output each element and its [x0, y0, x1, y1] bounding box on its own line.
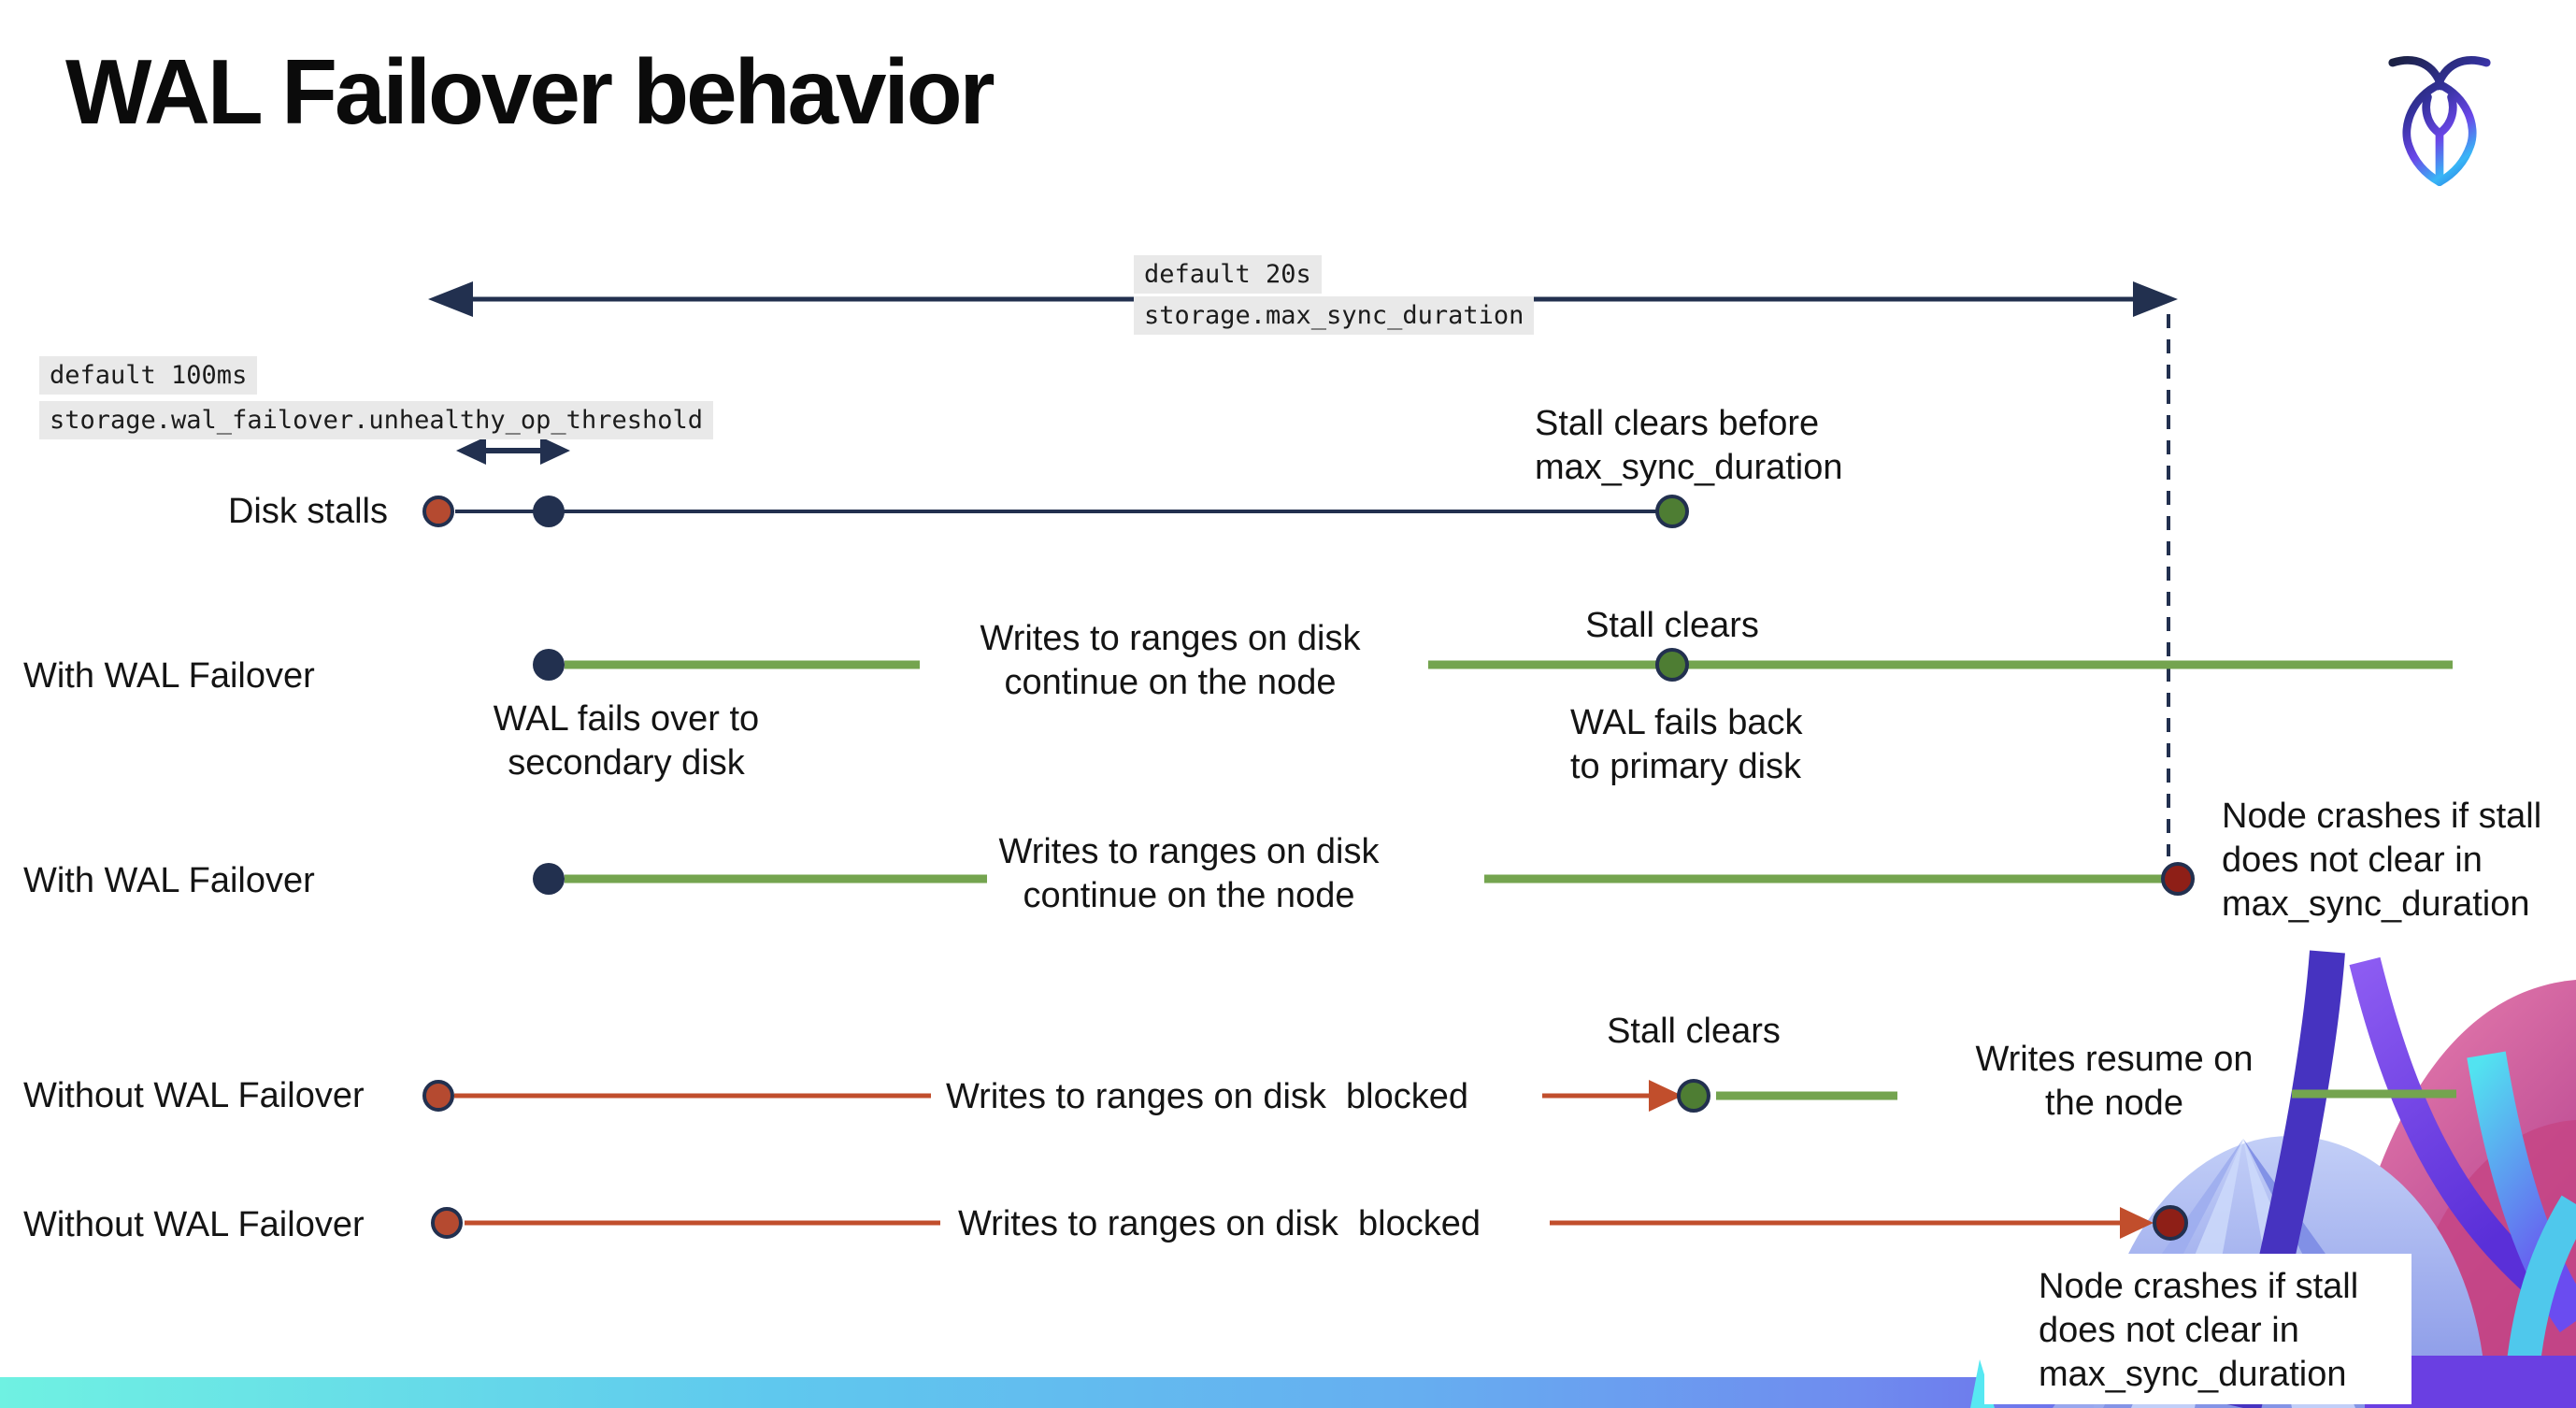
stall-clears-dot	[1655, 495, 1689, 528]
note-writes-resume: Writes resume on the node	[1975, 1040, 2254, 1124]
cockroachdb-logo-icon	[2388, 56, 2491, 186]
note-stall-clears-1: Stall clears	[1585, 606, 1759, 645]
unhealthy-setting-chip: storage.wal_failover.unhealthy_op_thresh…	[39, 401, 713, 439]
note-writes-blocked-2: Writes to ranges on disk blocked	[958, 1204, 1481, 1243]
row-label-disk-stalls: Disk stalls	[227, 492, 388, 531]
max-sync-default-chip: default 20s	[1134, 255, 1322, 294]
page-title: WAL Failover behavior	[65, 40, 995, 143]
node-crash-note-box: Node crashes if stall does not clear in …	[1984, 1254, 2411, 1404]
max-sync-setting-chip: storage.max_sync_duration	[1134, 296, 1535, 335]
note-writes-continue-1: Writes to ranges on disk continue on the…	[980, 619, 1361, 703]
purple-arc-shape	[2349, 956, 2549, 1296]
stall-start-dot	[431, 1207, 463, 1239]
stall-clears-dot	[1677, 1079, 1710, 1113]
row-label-without-wal-failover-1: Without WAL Failover	[23, 1076, 365, 1115]
threshold-dot	[533, 496, 565, 527]
node-crash-dot	[2161, 862, 2195, 896]
note-node-crashes-2: Node crashes if stall does not clear in …	[2039, 1267, 2359, 1395]
note-wal-fails-over: WAL fails over to secondary disk	[493, 699, 760, 783]
red-arrowhead	[1649, 1080, 1682, 1112]
note-wal-fails-back: WAL fails back to primary disk	[1570, 703, 1803, 787]
note-node-crashes-1: Node crashes if stall does not clear in …	[2222, 797, 2542, 925]
row-label-with-wal-failover-1: With WAL Failover	[23, 656, 315, 696]
failover-start-dot	[533, 649, 565, 681]
note-stall-clears-before: Stall clears before max_sync_duration	[1535, 404, 1843, 488]
note-writes-blocked-1: Writes to ranges on disk blocked	[946, 1077, 1469, 1116]
stall-clears-dot	[1655, 648, 1689, 682]
unhealthy-op-threshold-arrow	[456, 437, 570, 465]
note-writes-continue-2: Writes to ranges on disk continue on the…	[998, 832, 1380, 916]
row-label-without-wal-failover-2: Without WAL Failover	[23, 1205, 365, 1244]
stall-start-dot	[422, 1080, 454, 1112]
red-arrowhead	[2120, 1207, 2154, 1239]
unhealthy-default-chip: default 100ms	[39, 356, 258, 395]
node-crash-dot	[2153, 1205, 2188, 1241]
failover-start-dot	[533, 863, 565, 895]
note-stall-clears-2: Stall clears	[1607, 1012, 1781, 1051]
cyan-arc-left-shape	[2467, 1051, 2576, 1333]
row-label-with-wal-failover-2: With WAL Failover	[23, 861, 315, 900]
stall-start-dot	[422, 496, 454, 527]
